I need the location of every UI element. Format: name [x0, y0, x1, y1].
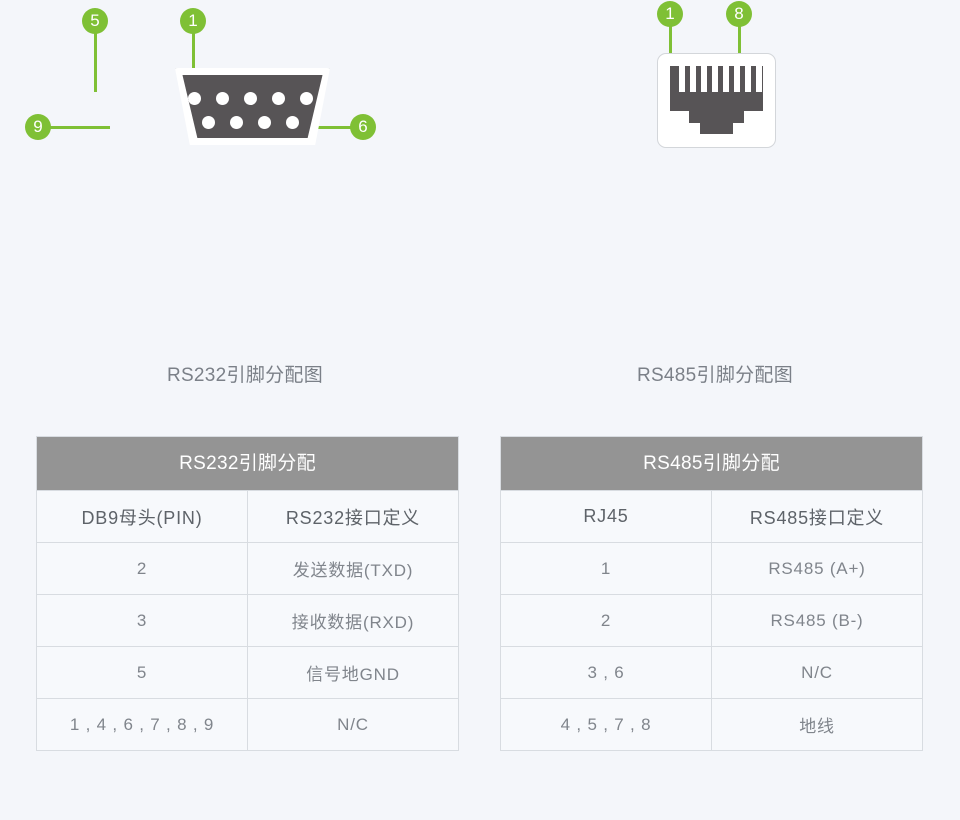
rs485-table-header-row: RJ45 RS485接口定义 — [501, 490, 922, 542]
rj45-slot-1 — [679, 66, 685, 92]
rs232-row2-definition: 信号地GND — [306, 665, 400, 684]
db9-pin-9 — [202, 116, 215, 129]
rs232-row0-pin: 2 — [37, 543, 248, 594]
rs485-header-definition: RS485接口定义 — [749, 507, 885, 528]
db9-female-connector — [170, 68, 335, 145]
rs485-row2-pin: 3 , 6 — [501, 647, 712, 698]
rs232-diagram-caption: RS232引脚分配图 — [166, 365, 324, 386]
rs485-table-title: RS485引脚分配 — [501, 437, 922, 490]
table-row: 5 信号地GND — [37, 646, 458, 698]
rs232-row1-definition: 接收数据(RXD) — [291, 613, 415, 632]
table-row: 3 , 6 N/C — [501, 646, 922, 698]
rs232-row3-definition: N/C — [337, 714, 369, 734]
diagram-row: 5 1 9 6 RS232引脚分配图 1 8 — [25, 0, 930, 410]
pin1-leader-line — [192, 30, 195, 92]
rj45-slot-4 — [712, 66, 718, 92]
rs485-header-pin: RJ45 — [501, 491, 712, 542]
db9-pin-1 — [300, 92, 313, 105]
rj45-slot-8 — [756, 66, 762, 92]
table-row: 1 RS485 (A+) — [501, 542, 922, 594]
rj45-slot-7 — [745, 66, 751, 92]
rs232-header-pin: DB9母头(PIN) — [37, 491, 248, 542]
rs232-header-definition: RS232接口定义 — [285, 507, 421, 528]
table-row: 4 , 5 , 7 , 8 地线 — [501, 698, 922, 750]
db9-pin-6 — [286, 116, 299, 129]
rs232-diagram: 5 1 9 6 RS232引脚分配图 — [25, 0, 460, 410]
rj45-body — [670, 66, 763, 111]
db9-pin-8 — [230, 116, 243, 129]
rs485-row1-pin: 2 — [501, 595, 712, 646]
rs485-row2-definition: N/C — [801, 662, 833, 682]
rj45-pin8-leader-line — [738, 23, 741, 80]
db9-pin-7 — [258, 116, 271, 129]
rs485-pin-table: RS485引脚分配 RJ45 RS485接口定义 1 RS485 (A+) 2 … — [500, 436, 923, 751]
rj45-pin-badge-1: 1 — [657, 1, 683, 27]
pin-badge-1: 1 — [180, 8, 206, 34]
rs485-row0-definition: RS485 (A+) — [768, 558, 866, 578]
db9-pin-5 — [188, 92, 201, 105]
rs485-diagram: 1 8 RS485引脚分配图 — [500, 0, 930, 410]
rs485-row3-definition: 地线 — [799, 717, 835, 736]
rs232-row0-definition: 发送数据(TXD) — [292, 561, 414, 580]
rj45-slot-5 — [723, 66, 729, 92]
rj45-latch-lower — [700, 123, 733, 134]
rj45-pin1-leader-line — [669, 23, 672, 80]
rs485-diagram-caption: RS485引脚分配图 — [636, 365, 794, 386]
rj45-slot-2 — [690, 66, 696, 92]
db9-body — [182, 75, 323, 138]
rs232-row1-pin: 3 — [37, 595, 248, 646]
pin6-leader-line — [295, 126, 357, 129]
pin5-leader-line — [94, 30, 97, 92]
pin-badge-9: 9 — [25, 114, 51, 140]
rs232-row2-pin: 5 — [37, 647, 248, 698]
rj45-slot-6 — [734, 66, 740, 92]
rs232-table-header-row: DB9母头(PIN) RS232接口定义 — [37, 490, 458, 542]
pin-badge-6: 6 — [350, 114, 376, 140]
db9-pin-4 — [216, 92, 229, 105]
table-row: 2 发送数据(TXD) — [37, 542, 458, 594]
rs485-row1-definition: RS485 (B-) — [770, 610, 864, 630]
db9-pin-3 — [244, 92, 257, 105]
rs232-row3-pin: 1 , 4 , 6 , 7 , 8 , 9 — [37, 699, 248, 750]
pin9-leader-line — [50, 126, 110, 129]
table-row: 3 接收数据(RXD) — [37, 594, 458, 646]
rj45-jack — [657, 53, 776, 148]
rj45-slot-3 — [701, 66, 707, 92]
rs232-table-title: RS232引脚分配 — [37, 437, 458, 490]
rs232-pin-table: RS232引脚分配 DB9母头(PIN) RS232接口定义 2 发送数据(TX… — [36, 436, 459, 751]
rs485-row0-pin: 1 — [501, 543, 712, 594]
table-row: 1 , 4 , 6 , 7 , 8 , 9 N/C — [37, 698, 458, 750]
db9-pin-2 — [272, 92, 285, 105]
rj45-pin-badge-8: 8 — [726, 1, 752, 27]
rs485-row3-pin: 4 , 5 , 7 , 8 — [501, 699, 712, 750]
table-row: 2 RS485 (B-) — [501, 594, 922, 646]
rj45-latch-upper — [689, 111, 744, 123]
pin-badge-5: 5 — [82, 8, 108, 34]
